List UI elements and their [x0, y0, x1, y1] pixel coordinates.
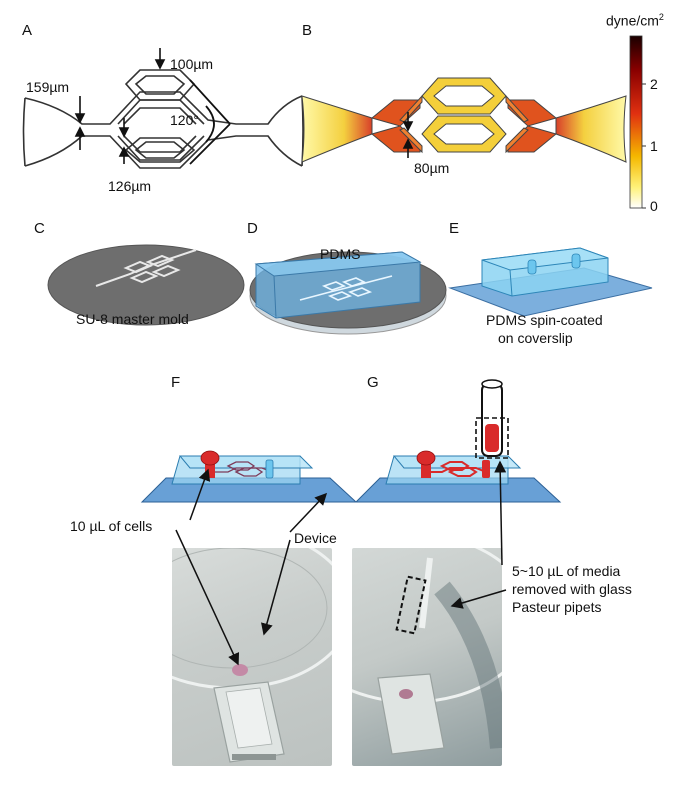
- caption-su8-mold: SU-8 master mold: [76, 311, 189, 327]
- dimension-label-159: 159µm: [26, 79, 70, 95]
- label-media-line2: removed with glass: [512, 581, 632, 597]
- panel-letter-g: G: [367, 374, 379, 391]
- label-media-line3: Pasteur pipets: [512, 599, 602, 615]
- panel-letter-c: C: [34, 220, 45, 237]
- colorbar-tick-1: 1: [650, 138, 658, 154]
- colorbar-tick-2: 2: [650, 76, 658, 92]
- label-media-line1: 5~10 µL of media: [512, 563, 621, 579]
- label-cells: 10 µL of cells: [70, 518, 153, 534]
- panel-letter-a: A: [22, 22, 33, 39]
- panel-letter-b: B: [302, 22, 313, 39]
- caption-pdms-spin-line1: PDMS spin-coated: [486, 312, 603, 328]
- photo-device-g: [352, 548, 502, 766]
- panel-letter-f: F: [171, 374, 181, 391]
- panel-letter-d: D: [247, 220, 258, 237]
- colorbar-unit-text: dyne/cm: [606, 12, 659, 29]
- caption-pdms: PDMS: [320, 246, 361, 262]
- dimension-label-100: 100µm: [170, 56, 214, 72]
- angle-label-120: 120°: [170, 112, 199, 128]
- colorbar-unit: dyne/cm2: [606, 12, 664, 29]
- colorbar-unit-sup: 2: [658, 12, 664, 22]
- photo-device-f: [172, 548, 332, 766]
- caption-pdms-spin-line2: on coverslip: [498, 330, 573, 346]
- label-device: Device: [294, 530, 337, 546]
- dimension-label-80: 80µm: [414, 160, 450, 176]
- dimension-label-126: 126µm: [108, 178, 152, 194]
- panel-letter-e: E: [449, 220, 460, 237]
- colorbar-tick-0: 0: [650, 198, 658, 214]
